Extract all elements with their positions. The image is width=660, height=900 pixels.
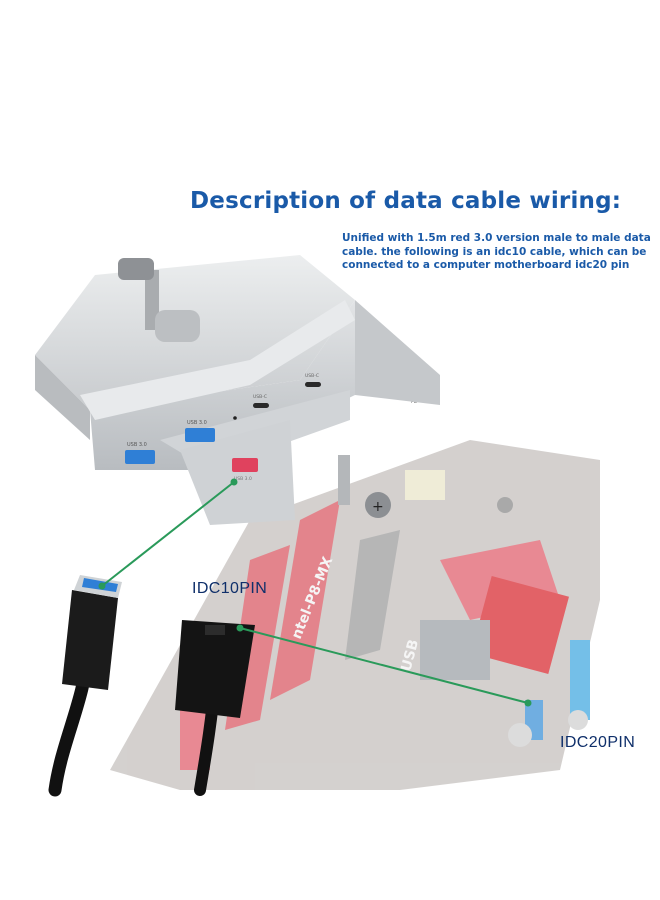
svg-text:USB 3.0: USB 3.0 — [234, 476, 252, 482]
svg-text:PD: PD — [411, 399, 418, 405]
motherboard: ntel-P8-MX USB — [110, 440, 600, 790]
description-line: connected to a computer motherboard idc2… — [342, 259, 630, 271]
port-label: USB 3.0 — [187, 420, 207, 426]
svg-text:USB-C: USB-C — [305, 373, 319, 379]
usb-a-cable — [48, 575, 122, 797]
usb-a-port-2 — [185, 428, 215, 442]
usb-a-port-red — [232, 458, 258, 472]
clamp-screw-bottom — [338, 455, 350, 505]
line-idc10-to-idc20 — [239, 627, 529, 704]
idc20-label: IDC20PIN — [560, 734, 636, 751]
page-title: Description of data cable wiring: — [190, 188, 622, 214]
idc10-label: IDC10PIN — [192, 580, 268, 597]
idc10-cable — [175, 620, 255, 796]
usb-c-port-1 — [253, 403, 269, 408]
usb-a-port-1 — [125, 450, 155, 464]
clamp-knob-bottom — [365, 492, 391, 518]
description-line: cable. the following is an idc10 cable, … — [342, 245, 647, 258]
line-usb-to-port — [101, 481, 235, 587]
usb-a-plug-body — [62, 590, 118, 690]
svg-text:+: + — [372, 499, 384, 515]
clamp-knob-top — [118, 258, 154, 280]
svg-text:USB-C: USB-C — [253, 394, 267, 400]
description-line: Unified with 1.5m red 3.0 version male t… — [342, 232, 651, 244]
usb-c-port-2 — [305, 382, 321, 387]
clamp-pad — [155, 310, 200, 342]
port-label: USB 3.0 — [127, 442, 147, 448]
usb-hub: USB 3.0 USB 3.0 USB-C USB-C PD USB 3.0 + — [35, 255, 440, 525]
connector-lines — [98, 478, 532, 707]
description-text: Unified with 1.5m red 3.0 version male t… — [342, 232, 651, 273]
clamp-screw-top — [145, 270, 159, 330]
idc10-connector — [175, 620, 255, 718]
